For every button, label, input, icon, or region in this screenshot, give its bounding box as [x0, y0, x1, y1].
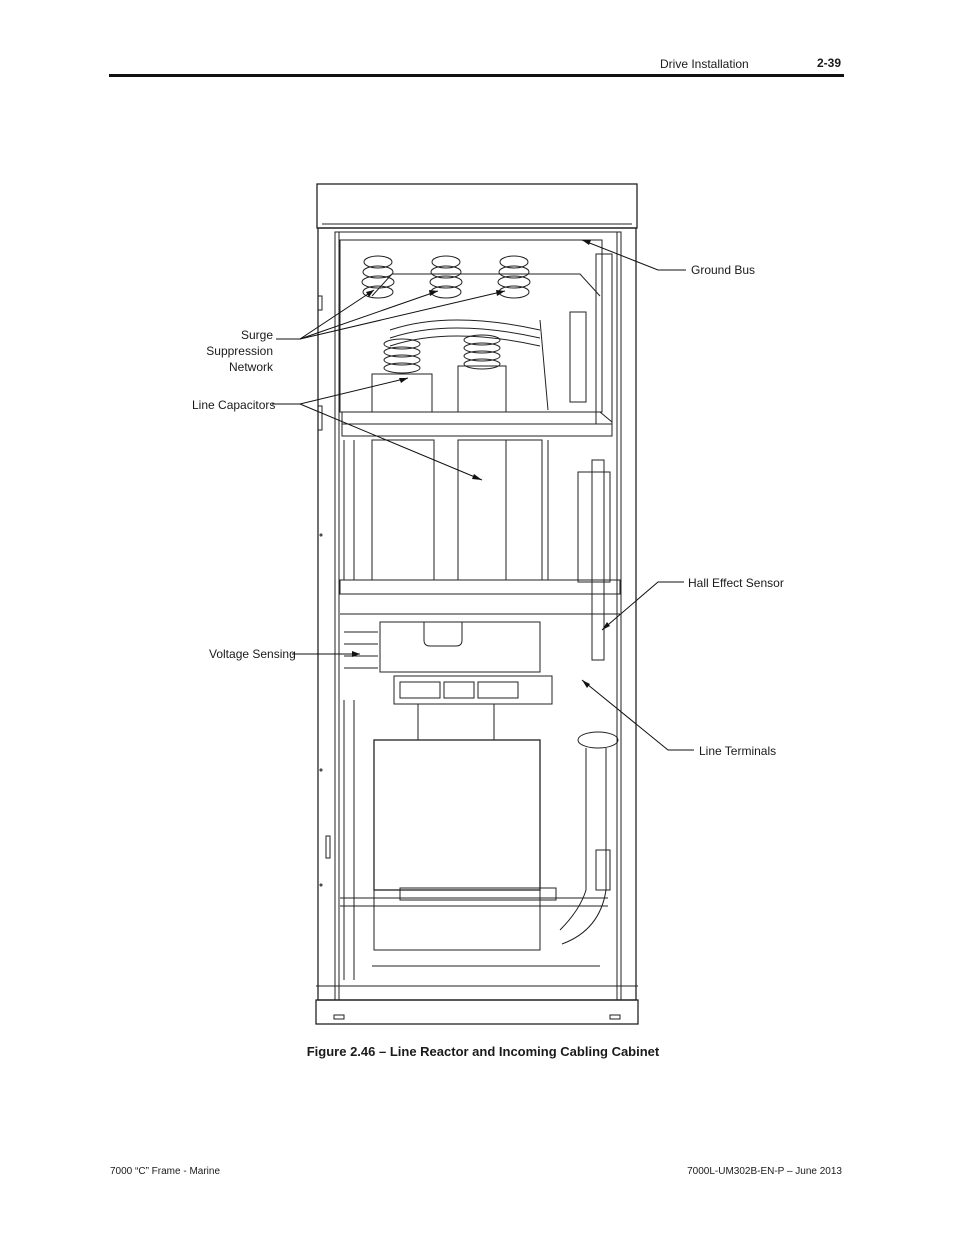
callout-surge-suppression: Surge Suppression Network [178, 327, 273, 375]
callout-line-capacitors: Line Capacitors [192, 398, 276, 412]
callout-surge-line-2: Network [228, 360, 273, 374]
callout-surge-line-1: Surge Suppression [206, 328, 273, 358]
figure-caption: Figure 2.46 – Line Reactor and Incoming … [306, 1044, 660, 1059]
footer-right: 7000L-UM302B-EN-P – June 2013 [687, 1166, 842, 1177]
footer-left: 7000 “C” Frame - Marine [110, 1166, 221, 1177]
callout-ground-bus: Ground Bus [691, 263, 756, 277]
page-number: 2-39 [817, 56, 842, 70]
callout-voltage-sensing: Voltage Sensing [209, 647, 296, 661]
section-title: Drive Installation [660, 57, 749, 71]
callout-line-terminals: Line Terminals [699, 744, 777, 758]
callout-hall-effect-sensor: Hall Effect Sensor [688, 576, 784, 590]
header-rule [109, 74, 844, 77]
